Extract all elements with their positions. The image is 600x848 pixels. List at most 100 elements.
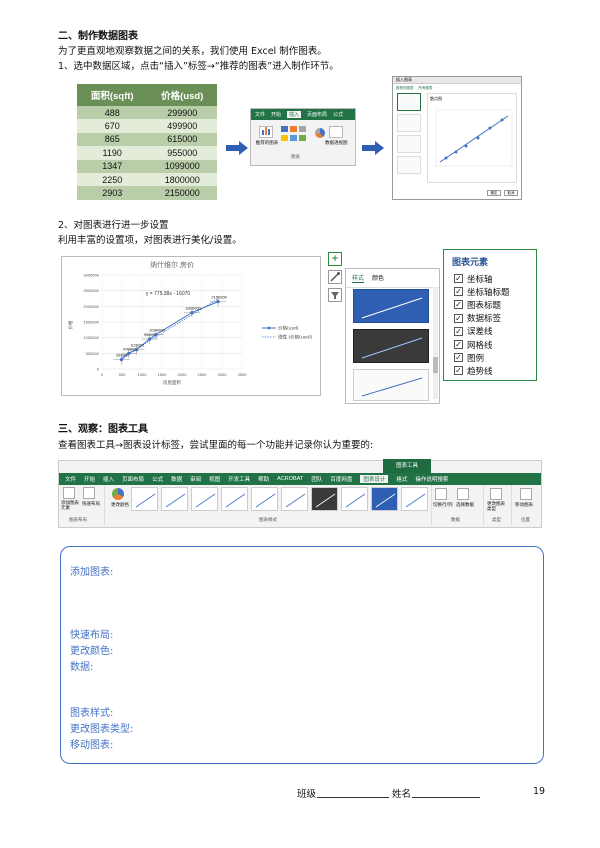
chart-element-option[interactable]: ✓图例 bbox=[454, 351, 536, 364]
ribbon-tab[interactable]: 页面布局 bbox=[122, 477, 145, 483]
ribbon-tab[interactable]: 格式 bbox=[396, 477, 408, 483]
ribbon-tab[interactable]: 插入 bbox=[103, 477, 115, 483]
ribbon-tab[interactable]: 公式 bbox=[333, 112, 344, 118]
ribbon-tab[interactable]: ACROBAT bbox=[277, 476, 304, 482]
change-type-icon[interactable] bbox=[490, 488, 502, 500]
section3-desc: 查看图表工具→图表设计标签，尝试里面的每一个功能并记录你认为重要的: bbox=[58, 440, 374, 451]
style-tab[interactable]: 样式 bbox=[352, 275, 365, 283]
checkbox-icon[interactable]: ✓ bbox=[454, 287, 463, 297]
ribbon-tab[interactable]: 数据 bbox=[171, 477, 183, 483]
chart-style-thumb[interactable] bbox=[401, 487, 428, 511]
dialog-cancel-button[interactable]: 取消 bbox=[504, 190, 518, 196]
style-thumb-light[interactable] bbox=[353, 369, 429, 401]
chart-type-icons bbox=[281, 126, 311, 146]
change-type-button[interactable]: 更改图表类型 bbox=[487, 502, 505, 512]
style-thumb-blue[interactable] bbox=[353, 289, 429, 323]
add-element-icon[interactable] bbox=[63, 487, 75, 499]
checkbox-icon[interactable]: ✓ bbox=[454, 340, 463, 350]
dialog-tab-all[interactable]: 所有图表 bbox=[418, 86, 433, 90]
ribbon-tab[interactable]: 帮助 bbox=[258, 477, 270, 483]
cell-price: 1800000 bbox=[147, 172, 217, 187]
switch-row-col-button[interactable]: 切换行/列 bbox=[433, 503, 453, 508]
color-tab[interactable]: 颜色 bbox=[372, 275, 385, 282]
x-tick-label: 500 bbox=[119, 372, 126, 377]
add-element-button[interactable]: 添加图表元素 bbox=[61, 501, 79, 511]
cell-area: 670 bbox=[77, 119, 148, 133]
chart-element-option[interactable]: ✓数据标签 bbox=[454, 312, 536, 325]
insert-chart-dialog-screenshot: 插入图表 推荐的图表 所有图表 散点图 确定 取消 bbox=[392, 76, 522, 200]
quick-layout-button[interactable]: 快速布局 bbox=[82, 502, 100, 507]
dialog-tab-recommended[interactable]: 推荐的图表 bbox=[396, 86, 414, 90]
chart-style-thumb[interactable] bbox=[281, 487, 308, 511]
group-label-data: 数据 bbox=[451, 518, 460, 523]
arrow-right-icon bbox=[226, 141, 248, 155]
chart-element-option[interactable]: ✓误差线 bbox=[454, 325, 536, 338]
ribbon-tab[interactable]: 公式 bbox=[152, 477, 164, 483]
ribbon-tab[interactable]: 文件 bbox=[65, 477, 77, 483]
group-label-location: 位置 bbox=[521, 518, 530, 523]
chart-style-thumb[interactable] bbox=[131, 487, 158, 511]
ribbon-tab[interactable]: 视图 bbox=[209, 477, 221, 483]
ribbon-tab[interactable]: 操作说明搜索 bbox=[415, 477, 449, 483]
chart-style-thumb[interactable] bbox=[311, 487, 338, 511]
switch-row-col-icon[interactable] bbox=[435, 488, 447, 500]
legend-label-trend: 线性 (价格(usd)) bbox=[278, 334, 313, 341]
chart-element-option[interactable]: ✓坐标轴标题 bbox=[454, 285, 536, 298]
ribbon-tab[interactable]: 开始 bbox=[84, 477, 96, 483]
ribbon-tab[interactable]: 插入 bbox=[287, 111, 302, 118]
chart-element-option[interactable]: ✓图表标题 bbox=[454, 298, 536, 311]
section-heading-tools: 三、观察：图表工具 bbox=[58, 424, 148, 435]
chart-element-option[interactable]: ✓网格线 bbox=[454, 338, 536, 351]
chart-style-thumb[interactable] bbox=[341, 487, 368, 511]
chart-styles-brush-icon[interactable] bbox=[328, 270, 342, 284]
checkbox-icon[interactable]: ✓ bbox=[454, 366, 463, 376]
ribbon-tab[interactable]: 开发工具 bbox=[228, 477, 251, 483]
checkbox-icon[interactable]: ✓ bbox=[454, 326, 463, 336]
chart-style-thumb[interactable] bbox=[221, 487, 248, 511]
ribbon-tab[interactable]: 百度网盘 bbox=[330, 477, 353, 483]
ribbon-tab[interactable]: 图表设计 bbox=[360, 475, 389, 483]
dialog-thumbnail-list bbox=[397, 93, 421, 189]
note-change-colors: 更改颜色: bbox=[70, 646, 114, 657]
ribbon-tab[interactable]: 文件 bbox=[255, 112, 266, 118]
dialog-ok-button[interactable]: 确定 bbox=[487, 190, 501, 196]
chart-style-thumb[interactable] bbox=[161, 487, 188, 511]
checkbox-icon[interactable]: ✓ bbox=[454, 353, 463, 363]
chart-style-thumb[interactable] bbox=[191, 487, 218, 511]
step1-text: 1、选中数据区域，点击“插入”标签→“推荐的图表”进入制作环节。 bbox=[58, 61, 339, 72]
data-point bbox=[127, 351, 131, 355]
data-label: 615000 bbox=[131, 343, 145, 348]
recommended-chart-button[interactable]: 推荐的图表 bbox=[255, 141, 279, 146]
ribbon-tab[interactable]: 审阅 bbox=[190, 477, 202, 483]
chart-element-option[interactable]: ✓坐标轴 bbox=[454, 272, 536, 285]
ribbon-tab[interactable]: 开始 bbox=[271, 112, 282, 118]
chart-element-option[interactable]: ✓趋势线 bbox=[454, 364, 536, 377]
chart-style-thumb[interactable] bbox=[251, 487, 278, 511]
style-panel-scrollbar[interactable] bbox=[433, 287, 438, 399]
change-colors-icon[interactable] bbox=[112, 488, 124, 500]
checkbox-icon[interactable]: ✓ bbox=[454, 274, 463, 284]
quick-layout-icon[interactable] bbox=[83, 487, 95, 499]
dialog-title: 插入图表 bbox=[393, 77, 521, 84]
move-chart-button[interactable]: 移动图表 bbox=[515, 503, 533, 508]
pivot-chart-button[interactable]: 数据透视图 bbox=[325, 141, 348, 146]
checkbox-icon[interactable]: ✓ bbox=[454, 300, 463, 310]
chart-filter-icon[interactable] bbox=[328, 288, 342, 302]
checkbox-icon[interactable]: ✓ bbox=[454, 313, 463, 323]
ribbon-tab[interactable]: 页面布局 bbox=[307, 112, 328, 118]
move-chart-icon[interactable] bbox=[520, 488, 532, 500]
select-data-button[interactable]: 选择数据 bbox=[456, 503, 474, 508]
data-point bbox=[154, 332, 158, 337]
style-thumb-dark[interactable] bbox=[353, 329, 429, 363]
note-move-chart: 移动图表: bbox=[70, 740, 114, 751]
chart-elements-plus-icon[interactable]: + bbox=[328, 252, 342, 266]
legend-label-series: 价格(usd) bbox=[278, 325, 299, 332]
ribbon-tab[interactable]: 团队 bbox=[311, 477, 323, 483]
select-data-icon[interactable] bbox=[457, 488, 469, 500]
y-tick-label: 1500000 bbox=[83, 320, 99, 325]
change-colors-button[interactable]: 更改颜色 bbox=[111, 503, 129, 508]
chart-style-thumb[interactable] bbox=[371, 487, 398, 511]
